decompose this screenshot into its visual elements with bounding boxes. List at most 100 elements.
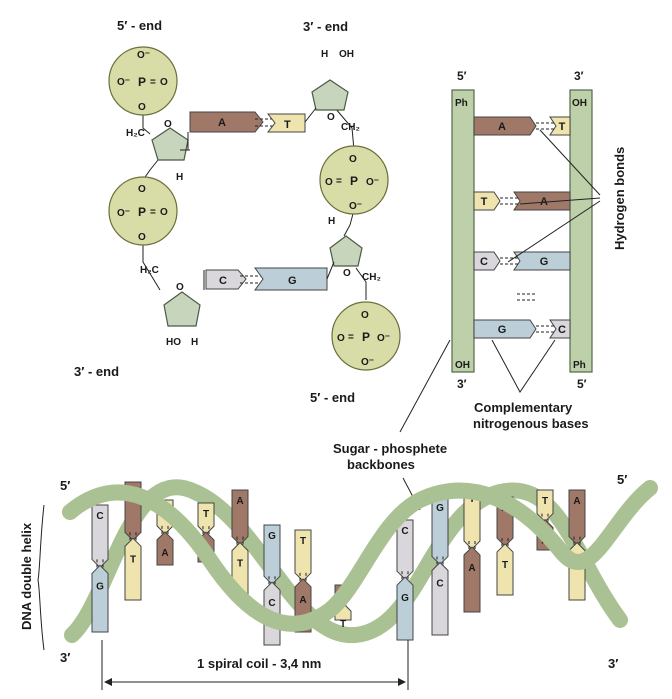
label-3-end-bottom: 3′ - end	[74, 364, 119, 379]
base-t	[124, 537, 142, 601]
helix-top-letter: G	[436, 503, 444, 514]
base-t	[496, 543, 514, 596]
svg-text:O⁻: O⁻	[117, 208, 130, 219]
base-g	[396, 576, 414, 641]
left-backbone	[451, 89, 475, 373]
svg-text:OH: OH	[572, 98, 587, 109]
svg-text:H₂C: H₂C	[140, 265, 159, 276]
helix-top-letter: T	[542, 496, 548, 507]
strand-pair-c-g: C G	[203, 261, 335, 291]
hydrogen-bonds-label: Hydrogen bonds	[612, 147, 627, 250]
svg-text:T: T	[284, 119, 291, 131]
label-3-end-top: 3′ - end	[303, 19, 348, 34]
svg-text:C: C	[219, 275, 227, 287]
svg-text:O: O	[138, 232, 146, 243]
base-c	[396, 519, 414, 580]
svg-text:O: O	[138, 102, 146, 113]
svg-text:O: O	[337, 333, 345, 344]
sugar-ring-3: O CH₂ H OH	[311, 49, 360, 133]
helix-top-letter: C	[96, 511, 103, 522]
arrowhead-right	[398, 678, 406, 686]
rung-left-letter: A	[498, 121, 506, 133]
svg-text:OH: OH	[339, 49, 354, 60]
helix-top-letter: A	[573, 496, 580, 507]
helix-top-letter: C	[401, 526, 408, 537]
rung-left-letter: T	[481, 196, 488, 208]
base-c	[431, 561, 449, 636]
svg-text:H: H	[321, 49, 328, 60]
helix-bottom-letter: G	[96, 581, 104, 592]
helix-top-letter: G	[268, 531, 276, 542]
svg-text:H: H	[328, 216, 335, 227]
svg-text:P: P	[138, 205, 146, 219]
rung-right-letter: G	[540, 256, 549, 268]
base-t	[197, 502, 215, 535]
sugar-ring-4: O CH₂ H	[328, 216, 381, 283]
svg-text:O: O	[361, 310, 369, 321]
svg-text:5′: 5′	[60, 478, 70, 493]
svg-text:5′: 5′	[617, 472, 627, 487]
helix-bottom-letter: A	[468, 563, 475, 574]
sugar-phosphate-label-line1: Sugar - phosphete	[333, 441, 447, 456]
complementary-label-line1: Complementary	[474, 400, 573, 415]
svg-text:O: O	[327, 112, 335, 123]
helix-bottom-letter: A	[161, 548, 168, 559]
label-5-end-bottom: 5′ - end	[310, 390, 355, 405]
arrowhead-left	[104, 678, 112, 686]
svg-text:=: =	[150, 207, 156, 218]
svg-text:P: P	[362, 330, 370, 344]
base-g	[91, 564, 109, 633]
rung-left-letter: C	[480, 256, 488, 268]
helix-bottom-letter: A	[299, 595, 306, 606]
base-a	[473, 116, 537, 136]
base-c	[205, 269, 247, 290]
svg-text:H₂C: H₂C	[126, 128, 145, 139]
svg-text:Ph: Ph	[573, 360, 586, 371]
base-a	[568, 489, 586, 546]
phosphate-group-1: O⁻ O⁻ P = O O	[108, 46, 178, 116]
rung-left-letter: G	[498, 324, 507, 336]
base-c	[549, 319, 571, 339]
helix-bottom-letter: C	[436, 578, 443, 589]
svg-text:O: O	[176, 282, 184, 293]
svg-text:CH₂: CH₂	[341, 122, 360, 133]
svg-text:H: H	[191, 337, 198, 348]
svg-text:OH: OH	[455, 360, 470, 371]
svg-text:CH₂: CH₂	[362, 272, 381, 283]
helix-base-pair: CG	[91, 504, 109, 633]
helix-top-letter: T	[203, 509, 209, 520]
helix-top-letter: A	[236, 496, 243, 507]
svg-text:O⁻: O⁻	[361, 357, 374, 368]
base-g	[473, 319, 537, 339]
base-t	[473, 191, 501, 211]
base-t	[266, 113, 306, 133]
strand-chemistry-diagram: O⁻ O⁻ P = O O O O⁻ P = O O O O = P O⁻ O⁻	[74, 18, 401, 405]
rung-right-letter: C	[558, 324, 566, 336]
svg-text:O: O	[138, 184, 146, 195]
base-c	[91, 504, 109, 569]
svg-text:O: O	[160, 207, 168, 218]
base-t	[536, 489, 554, 523]
right-backbone	[569, 89, 593, 373]
base-g	[263, 524, 281, 585]
svg-text:P: P	[138, 75, 146, 89]
svg-text:G: G	[288, 275, 297, 287]
svg-text:5′: 5′	[577, 377, 587, 391]
helix-bottom-letter: G	[401, 593, 409, 604]
helix-bottom-letter: T	[130, 554, 136, 565]
svg-text:P: P	[350, 174, 358, 188]
svg-text:O: O	[343, 268, 351, 279]
base-a	[513, 191, 571, 211]
svg-text:3′: 3′	[574, 69, 584, 83]
svg-text:O⁻: O⁻	[137, 50, 150, 61]
helix-bottom-letter: C	[268, 598, 275, 609]
phosphate-group-2: O O⁻ P = O O	[108, 176, 178, 246]
helix-top-letter: T	[300, 536, 306, 547]
base-a	[231, 489, 249, 546]
